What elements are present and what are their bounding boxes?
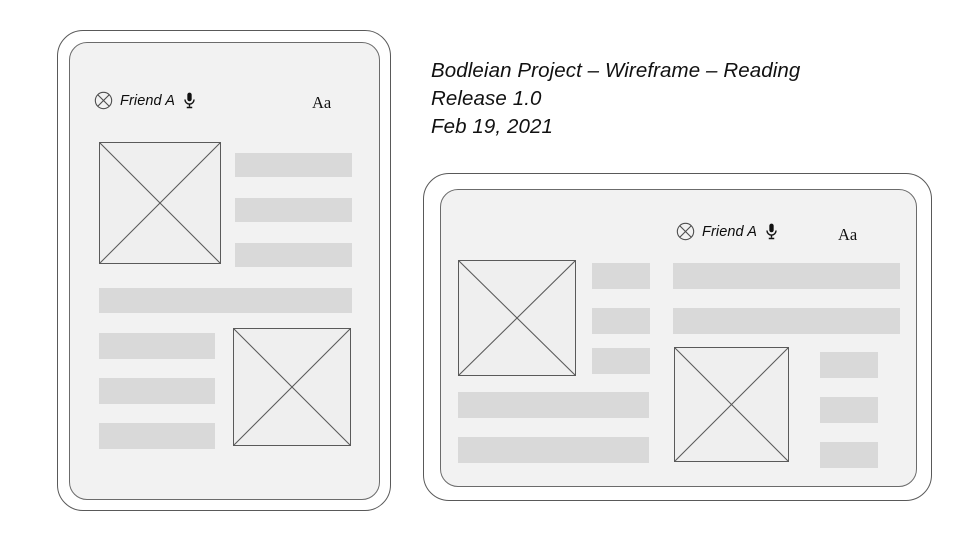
- friend-name-label: Friend A: [120, 92, 176, 109]
- text-bar: [99, 378, 215, 404]
- device-frame-landscape-tablet: Friend A Aa: [423, 173, 932, 501]
- text-bar: [820, 397, 878, 423]
- device-screen-landscape: Friend A Aa: [440, 189, 917, 487]
- text-bar: [592, 348, 650, 374]
- text-bar: [458, 437, 649, 463]
- image-placeholder: [99, 142, 221, 264]
- circle-x-avatar-icon[interactable]: [94, 91, 113, 110]
- device-frame-portrait-tablet: Friend A Aa: [57, 30, 391, 511]
- text-bar: [592, 263, 650, 289]
- text-bar: [673, 263, 900, 289]
- text-bar: [235, 198, 352, 222]
- microphone-icon[interactable]: [183, 92, 196, 109]
- placeholder-cross-icon: [100, 143, 220, 263]
- text-bar: [99, 288, 352, 313]
- text-bar: [235, 243, 352, 267]
- reading-app-header-landscape: Friend A: [676, 222, 778, 241]
- text-bar: [235, 153, 352, 177]
- text-bar: [458, 392, 649, 418]
- text-bar: [820, 442, 878, 468]
- placeholder-cross-icon: [234, 329, 350, 445]
- text-bar: [820, 352, 878, 378]
- microphone-icon[interactable]: [765, 223, 778, 240]
- device-screen-portrait: Friend A Aa: [69, 42, 380, 500]
- image-placeholder: [458, 260, 576, 376]
- text-bar: [673, 308, 900, 334]
- text-size-control-landscape[interactable]: Aa: [838, 225, 858, 244]
- friend-name-label: Friend A: [702, 223, 758, 240]
- caption-line-2: Release 1.0: [431, 87, 542, 110]
- placeholder-cross-icon: [675, 348, 788, 461]
- text-bar: [99, 333, 215, 359]
- circle-x-avatar-icon[interactable]: [676, 222, 695, 241]
- caption-line-1: Bodleian Project – Wireframe – Reading: [431, 59, 801, 82]
- reading-app-header-portrait: Friend A: [94, 91, 196, 110]
- text-bar: [99, 423, 215, 449]
- placeholder-cross-icon: [459, 261, 575, 375]
- image-placeholder: [233, 328, 351, 446]
- caption-line-3: Feb 19, 2021: [431, 115, 554, 138]
- image-placeholder: [674, 347, 789, 462]
- wireframe-caption: Bodleian Project – Wireframe – Reading R…: [431, 57, 871, 141]
- text-size-control-portrait[interactable]: Aa: [312, 93, 332, 112]
- text-bar: [592, 308, 650, 334]
